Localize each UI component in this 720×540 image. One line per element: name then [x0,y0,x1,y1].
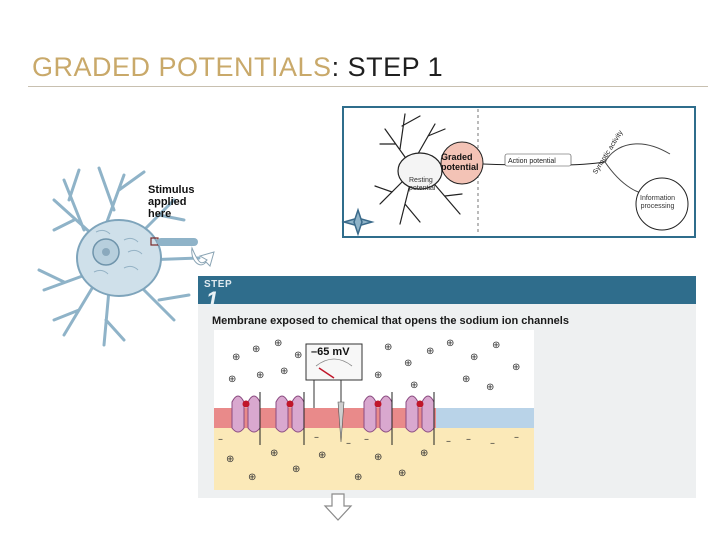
svg-text:⊕: ⊕ [374,452,382,463]
graded-label-line: potential [441,162,479,172]
title-highlight: GRADED POTENTIALS [32,52,332,82]
title-divider [28,86,708,87]
svg-text:–: – [466,434,471,445]
svg-text:⊕: ⊕ [354,472,362,483]
svg-text:⊕: ⊕ [398,468,406,479]
svg-text:–: – [218,434,223,445]
svg-text:⊕: ⊕ [470,352,478,363]
next-step-arrow [322,492,354,522]
svg-text:⊕: ⊕ [280,366,288,377]
title-rest: : STEP 1 [332,52,444,82]
svg-text:⊕: ⊕ [446,338,454,349]
svg-text:⊕: ⊕ [492,340,500,351]
svg-text:⊕: ⊕ [486,382,494,393]
svg-text:⊕: ⊕ [228,374,236,385]
svg-text:⊕: ⊕ [512,362,520,373]
cell-body [77,220,161,296]
info-label-line: processing [640,203,675,211]
graded-label-line: Graded [441,152,479,162]
svg-text:–: – [490,438,495,449]
step-header [198,276,696,304]
svg-text:⊕: ⊕ [256,370,264,381]
graded-potential-label: Graded potential [441,152,479,172]
stimulus-label-line: Stimulus [148,184,194,196]
svg-text:⊕: ⊕ [270,448,278,459]
voltmeter-reading: –65 mV [311,346,350,358]
svg-text:–: – [314,432,319,443]
svg-text:–: – [346,438,351,449]
overview-inset [340,104,700,240]
resting-label-line: Resting [409,177,435,185]
svg-text:⊕: ⊕ [292,464,300,475]
svg-text:–: – [364,434,369,445]
svg-text:⊕: ⊕ [410,380,418,391]
svg-text:–: – [514,432,519,443]
svg-text:⊕: ⊕ [420,448,428,459]
step-number: 1 [206,287,218,313]
page-title: GRADED POTENTIALS: STEP 1 [32,52,443,83]
membrane-diagram: ⊕⊕⊕⊕ ⊕⊕⊕⊕ ⊕⊕⊕⊕ ⊕⊕⊕⊕ ⊕⊕⊕⊕ ⊕⊕⊕⊕ ⊕⊕⊕ –––– –… [214,330,534,490]
resting-label-line: potential [409,185,435,193]
svg-text:⊕: ⊕ [462,374,470,385]
svg-text:⊕: ⊕ [248,472,256,483]
stimulus-label-line: here [148,208,194,220]
step-description: Membrane exposed to chemical that opens … [212,315,569,327]
svg-text:⊕: ⊕ [384,342,392,353]
svg-text:⊕: ⊕ [232,352,240,363]
svg-text:⊕: ⊕ [426,346,434,357]
svg-text:⊕: ⊕ [404,358,412,369]
svg-text:⊕: ⊕ [252,344,260,355]
zoom-arrow [192,248,214,266]
membrane-depolarized [214,408,436,428]
membrane-resting [436,408,534,428]
action-potential-label: Action potential [508,158,556,165]
information-processing-label: Information processing [640,195,675,211]
stimulus-label-line: applied [148,196,194,208]
svg-text:⊕: ⊕ [226,454,234,465]
svg-text:⊕: ⊕ [374,370,382,381]
svg-text:⊕: ⊕ [318,450,326,461]
svg-text:⊕: ⊕ [294,350,302,361]
stimulus-label: Stimulus applied here [148,184,194,220]
svg-text:–: – [446,436,451,447]
resting-potential-label: Resting potential [409,177,435,193]
svg-text:⊕: ⊕ [274,338,282,349]
info-label-line: Information [640,195,675,203]
